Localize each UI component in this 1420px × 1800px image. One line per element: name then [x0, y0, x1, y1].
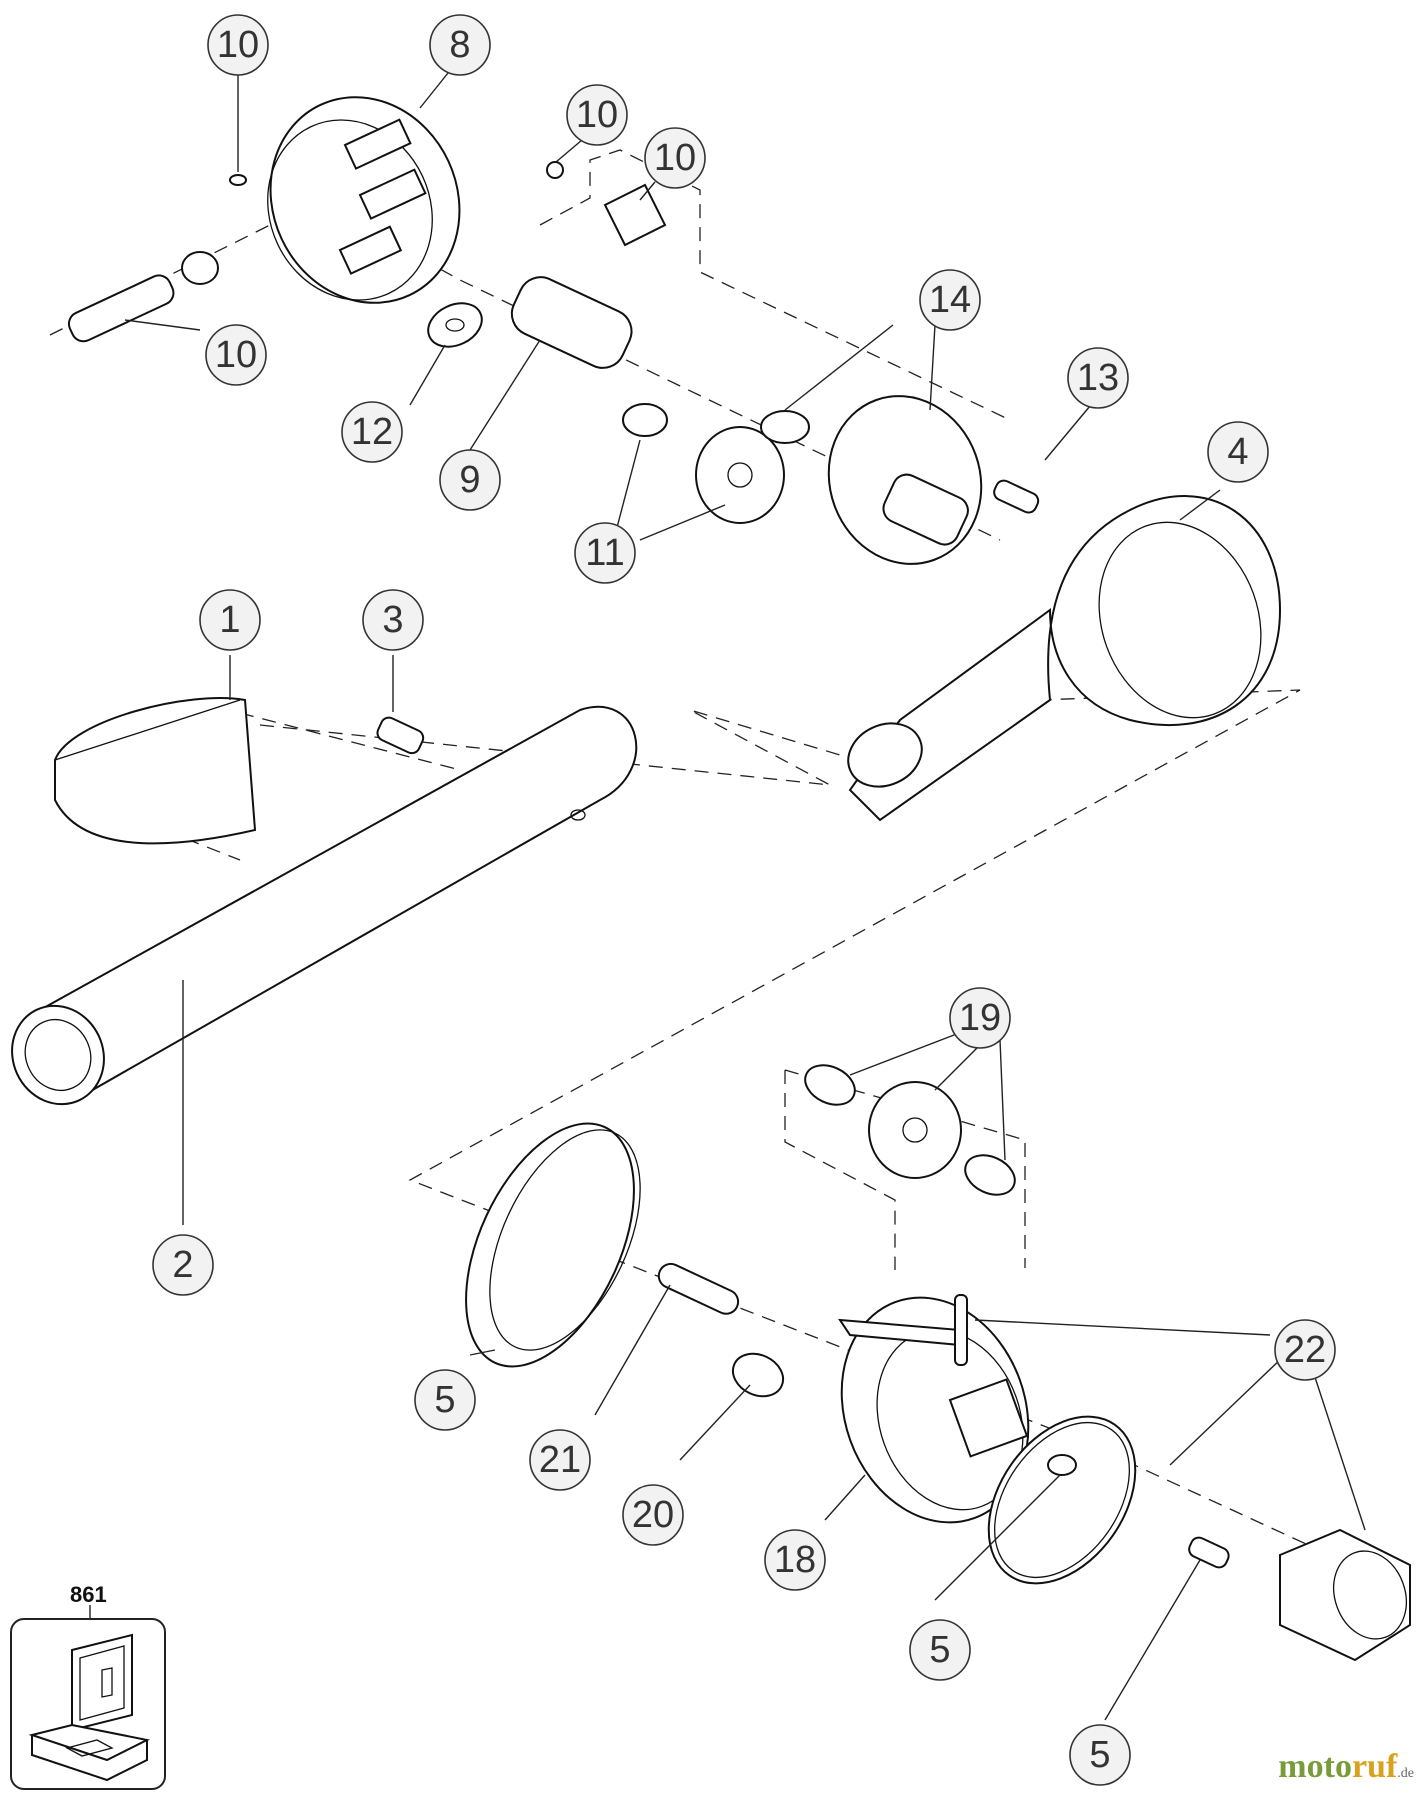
svg-text:22: 22: [1284, 1329, 1326, 1371]
part-19-gear-set: [804, 1064, 1016, 1196]
svg-text:8: 8: [449, 24, 470, 66]
callout-14: 14: [919, 269, 981, 331]
callout-20: 20: [622, 1484, 684, 1546]
svg-text:13: 13: [1077, 357, 1119, 399]
callout-4: 4: [1207, 421, 1269, 483]
svg-text:19: 19: [959, 997, 1001, 1039]
callout-9: 9: [439, 449, 501, 511]
callout-1: 1: [199, 589, 261, 651]
svg-text:12: 12: [351, 411, 393, 453]
callout-22: 22: [1274, 1319, 1336, 1381]
svg-text:5: 5: [434, 1379, 455, 1421]
part-4-ratchet-body: [847, 495, 1282, 822]
part-22-pin-ring-drive: [954, 1294, 1411, 1662]
kit-case-thumbnail[interactable]: [10, 1618, 166, 1790]
callout-5-washer: 5: [909, 1619, 971, 1681]
callout-10-spring: 10: [644, 127, 706, 189]
svg-text:1: 1: [219, 599, 240, 641]
svg-text:4: 4: [1227, 431, 1248, 473]
svg-text:20: 20: [632, 1494, 674, 1536]
callout-11: 11: [574, 522, 636, 584]
part-1-grip-sleeve: [54, 697, 257, 845]
svg-text:21: 21: [539, 1439, 581, 1481]
callout-2: 2: [152, 1234, 214, 1296]
part-12-washer: [427, 302, 483, 348]
part-5-washer-screw: [1047, 1454, 1230, 1569]
svg-text:14: 14: [929, 279, 971, 321]
callout-10-lever: 10: [205, 324, 267, 386]
motoruf-watermark: motoruf.de: [1278, 1748, 1414, 1785]
svg-text:10: 10: [217, 24, 259, 66]
part-9-pinion-shaft: [510, 276, 633, 369]
svg-text:3: 3: [382, 599, 403, 641]
callout-13: 13: [1067, 347, 1129, 409]
callout-10-ball: 10: [566, 84, 628, 146]
callout-21: 21: [529, 1429, 591, 1491]
callout-18: 18: [764, 1529, 826, 1591]
svg-text:5: 5: [929, 1629, 950, 1671]
carrying-case-icon: [28, 1633, 151, 1782]
svg-text:10: 10: [654, 137, 696, 179]
svg-text:18: 18: [774, 1539, 816, 1581]
svg-text:10: 10: [576, 94, 618, 136]
part-10-pawl-lever: [67, 161, 667, 343]
callout-10-pin: 10: [207, 14, 269, 76]
part-11-gear: [622, 403, 785, 524]
svg-text:5: 5: [1089, 1734, 1110, 1776]
callout-19: 19: [949, 987, 1011, 1049]
callout-3: 3: [362, 589, 424, 651]
part-2-handle-tube: [11, 705, 638, 1106]
svg-text:2: 2: [172, 1244, 193, 1286]
part-8-ratchet-flange: [267, 96, 461, 304]
part-18-drive-housing: [838, 1296, 1030, 1524]
part-20-bushing: [731, 1352, 785, 1398]
part-13-screw: [993, 479, 1040, 514]
leader-lines: [89, 57, 1366, 1721]
svg-text:10: 10: [215, 334, 257, 376]
svg-text:11: 11: [585, 532, 624, 574]
kit-part-number: 861: [70, 1582, 107, 1607]
callout-5-ring: 5: [414, 1369, 476, 1431]
svg-text:9: 9: [459, 459, 480, 501]
callout-8: 8: [429, 14, 491, 76]
callout-5-screw: 5: [1069, 1724, 1131, 1786]
callout-12: 12: [341, 401, 403, 463]
part-21-pin: [657, 1262, 740, 1315]
part-3-screw: [376, 716, 425, 755]
part-5-ring: [465, 1122, 641, 1368]
part-14-carrier-plate: [760, 395, 983, 565]
